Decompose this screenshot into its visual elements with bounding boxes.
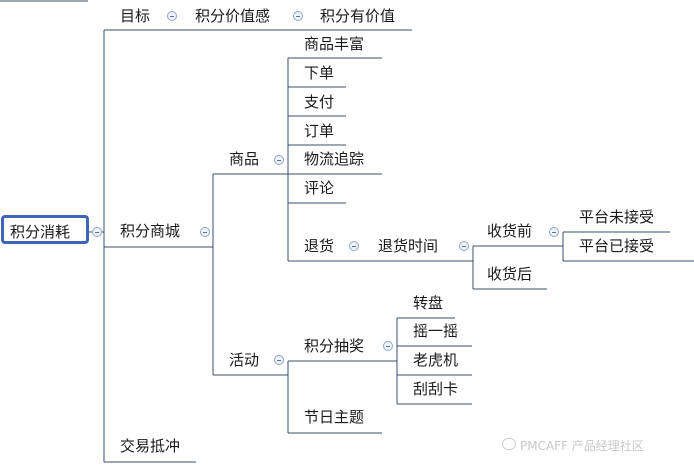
node-goal[interactable]: 目标 [120, 7, 151, 25]
collapse-icon[interactable] [293, 11, 303, 21]
node-goal-child[interactable]: 积分价值感 [195, 7, 271, 25]
node-return-time[interactable]: 退货时间 [378, 237, 439, 255]
node-goods-item[interactable]: 评论 [304, 179, 335, 197]
root-node-label: 积分消耗 [10, 223, 71, 241]
node-platform-accepted[interactable]: 平台已接受 [579, 237, 655, 255]
node-goods[interactable]: 商品 [229, 150, 260, 168]
node-before-receipt[interactable]: 收货前 [487, 222, 533, 240]
collapse-icon[interactable] [459, 241, 469, 251]
node-festival-theme[interactable]: 节日主题 [304, 408, 365, 426]
node-goods-item[interactable]: 物流追踪 [304, 150, 365, 168]
collapse-icon[interactable] [274, 355, 284, 365]
node-lottery-item[interactable]: 转盘 [413, 294, 444, 312]
node-lottery-item[interactable]: 摇一摇 [413, 322, 459, 340]
node-activity[interactable]: 活动 [229, 351, 260, 369]
node-returns[interactable]: 退货 [304, 237, 335, 255]
node-lottery-item[interactable]: 老虎机 [413, 351, 459, 369]
node-goods-item[interactable]: 订单 [304, 122, 335, 140]
collapse-icon[interactable] [200, 227, 210, 237]
node-goal-grandchild[interactable]: 积分有价值 [320, 7, 396, 25]
collapse-icon[interactable] [349, 241, 359, 251]
node-exchange[interactable]: 交易抵冲 [120, 437, 181, 455]
collapse-icon[interactable] [383, 341, 393, 351]
node-goods-item[interactable]: 下单 [304, 64, 335, 82]
node-mall[interactable]: 积分商城 [120, 222, 181, 240]
collapse-icon[interactable] [92, 227, 102, 237]
node-after-receipt[interactable]: 收货后 [487, 265, 533, 283]
node-goods-item[interactable]: 支付 [304, 93, 335, 111]
root-node[interactable] [1, 215, 89, 244]
collapse-icon[interactable] [167, 11, 177, 21]
collapse-icon[interactable] [549, 227, 559, 237]
node-lottery[interactable]: 积分抽奖 [304, 337, 365, 355]
node-goods-item[interactable]: 商品丰富 [304, 35, 365, 53]
node-platform-not-accepted[interactable]: 平台未接受 [579, 208, 655, 226]
collapse-icon[interactable] [274, 155, 284, 165]
watermark: PMCAFF 产品经理社区 [520, 439, 644, 453]
chat-bubble-icon [502, 438, 516, 450]
node-lottery-item[interactable]: 刮刮卡 [413, 380, 459, 398]
